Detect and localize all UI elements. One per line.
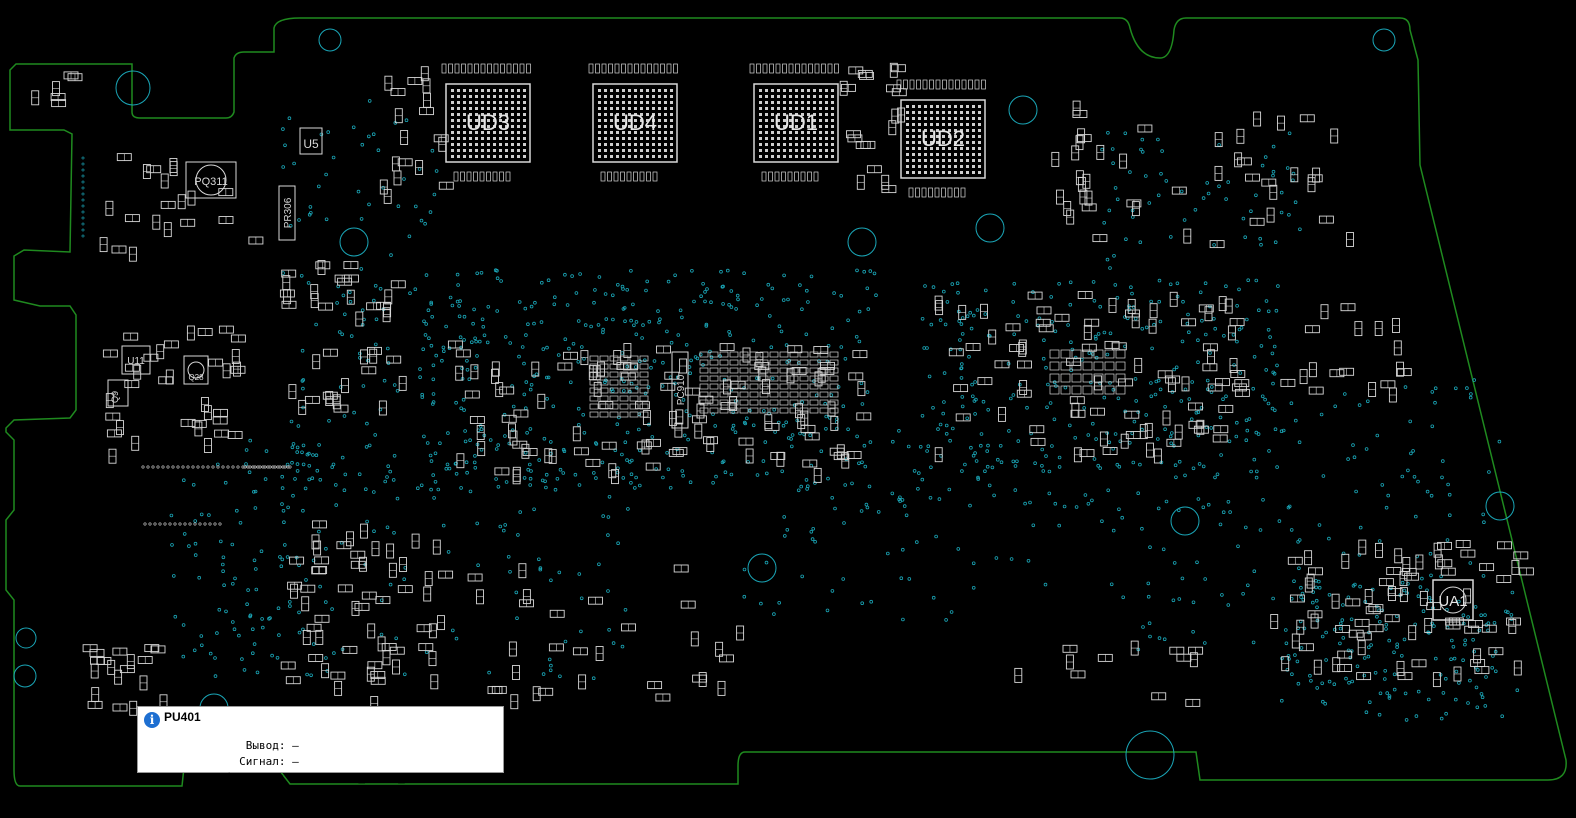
label-q9: Q9: [110, 391, 120, 403]
chip-ua1-label: UA1: [1438, 593, 1467, 610]
chip-ud1[interactable]: UD1: [753, 83, 839, 163]
tooltip-row-pin: Вывод: —: [144, 726, 299, 765]
chip-ud1-label: UD1: [774, 110, 818, 135]
tooltip-row-value: —: [292, 739, 299, 752]
tooltip-row-label: Информация:: [212, 771, 286, 784]
tooltip-row-label: Вывод:: [245, 739, 286, 752]
tooltip-row-signal: Сигнал: —: [144, 742, 299, 781]
tooltip-row-label: Сигнал:: [239, 755, 286, 768]
tooltip-row-value: SY8386BRHC_QFN16_2P5X2P5 PU401: [292, 771, 491, 784]
chip-ud2[interactable]: UD2: [900, 99, 986, 179]
via-layer: [169, 99, 1520, 722]
chip-ud4-label: UD4: [613, 110, 657, 135]
chip-ua1[interactable]: UA1: [1432, 579, 1474, 621]
label-u11: U11: [127, 356, 145, 367]
chip-ud3[interactable]: UD3: [445, 83, 531, 163]
component-layer[interactable]: [31, 62, 1534, 724]
tooltip-title: PU401: [164, 710, 201, 724]
label-pq311: PQ311: [194, 176, 227, 188]
chip-ud3-label: UD3: [466, 110, 510, 135]
label-pr306: PR306: [283, 197, 294, 228]
component-info-tooltip: i PU401 Вывод: — Сигнал: — Информация: S…: [137, 706, 504, 784]
label-q28: Q28: [188, 373, 204, 382]
chip-ud4[interactable]: UD4: [592, 83, 678, 163]
bga-chip-layer[interactable]: UD3 UD4 UD1 UD2 UA1: [445, 83, 1474, 621]
chip-ud2-label: UD2: [921, 126, 965, 151]
tooltip-row-value: —: [292, 755, 299, 768]
info-icon: i: [144, 712, 160, 728]
label-pc910: PC910: [676, 374, 687, 405]
label-u5: U5: [303, 137, 319, 151]
tooltip-row-info: Информация: SY8386BRHC_QFN16_2P5X2P5 PU4…: [144, 758, 491, 797]
silkscreen-labels: U5 PQ311 PR306 PC910 U11 Q28 Q9: [107, 127, 689, 429]
